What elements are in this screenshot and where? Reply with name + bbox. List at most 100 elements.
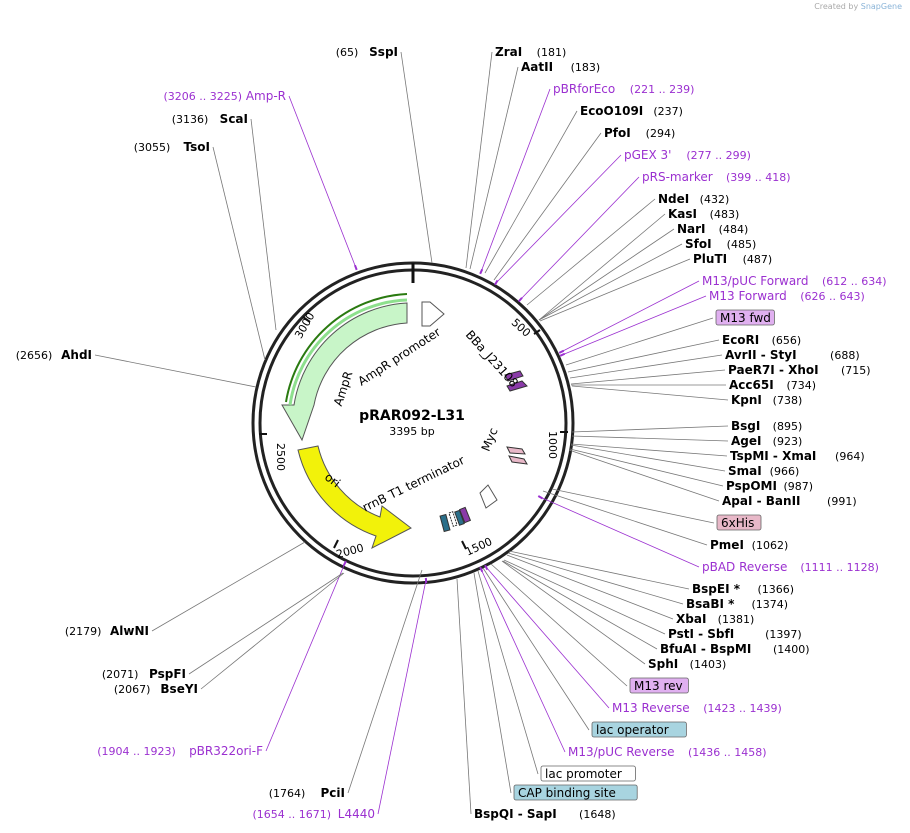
- site-label-kpni[interactable]: KpnI(738): [731, 393, 802, 407]
- label-name: ApaI - BanII: [722, 494, 801, 508]
- site-label-lac-operator[interactable]: lac operator: [591, 721, 687, 738]
- primer-site-mark: [484, 564, 489, 571]
- ring-tick-500: [533, 329, 541, 335]
- leader-6xhis: [551, 488, 715, 524]
- tick-label-2000: 2000: [335, 541, 365, 561]
- leader-kasi: [538, 213, 666, 321]
- site-label-pfoi[interactable]: PfoI(294): [604, 126, 675, 140]
- label-box: [591, 721, 687, 738]
- site-label-bspei-[interactable]: BspEI *(1366): [692, 582, 794, 596]
- site-label-bfuai-bspmi[interactable]: BfuAI - BspMI(1400): [660, 642, 810, 656]
- site-label-pluti[interactable]: PluTI(487): [693, 252, 772, 266]
- label-name: PaeR7I - XhoI: [728, 363, 819, 377]
- site-label-tsoi[interactable]: TsoI(3055): [134, 140, 210, 154]
- site-label-ecori[interactable]: EcoRI(656): [722, 333, 801, 347]
- site-label-pmei[interactable]: PmeI(1062): [710, 538, 788, 552]
- label-position: (987): [784, 480, 814, 493]
- site-label-pbad-reverse[interactable]: pBAD Reverse(1111 .. 1128): [702, 560, 879, 574]
- leader-sphi: [501, 560, 646, 665]
- rrnb-terminator-arrow[interactable]: [479, 484, 498, 509]
- site-label-pcii[interactable]: PciI(1764): [269, 786, 345, 800]
- label-name: TsoI: [184, 140, 210, 154]
- leader-kpni: [571, 385, 729, 401]
- site-label-acc65i[interactable]: Acc65I(734): [729, 378, 816, 392]
- leader-pspfi: [188, 572, 344, 675]
- leader-m13-reverse: [485, 566, 610, 709]
- m13-rev-block[interactable]: [458, 506, 472, 524]
- site-label-6xhis[interactable]: 6xHis: [716, 514, 762, 531]
- ring-tick-2000: [333, 539, 339, 549]
- lac-operator-block[interactable]: [454, 509, 465, 526]
- site-label-nari[interactable]: NarI(484): [677, 222, 748, 236]
- site-label-psti-sbfi[interactable]: PstI - SbfI(1397): [668, 627, 802, 641]
- ampr-feature-arrow[interactable]: [281, 302, 408, 442]
- site-label-avrii-styi[interactable]: AvrII - StyI(688): [725, 348, 860, 362]
- site-label-bspqi-sapi[interactable]: BspQI - SapI(1648): [474, 807, 616, 821]
- myc-block[interactable]: [506, 446, 526, 455]
- site-label-pspfi[interactable]: PspFI(2071): [102, 667, 186, 681]
- site-label-pbrforeco[interactable]: pBRforEco(221 .. 239): [553, 82, 694, 96]
- site-label-m13-fwd[interactable]: M13 fwd: [715, 309, 775, 326]
- label-position: (964): [835, 450, 865, 463]
- label-name: EcoO109I: [580, 104, 643, 118]
- cap-site-block[interactable]: [439, 513, 451, 533]
- site-label-cap-binding-site[interactable]: CAP binding site: [513, 784, 638, 801]
- site-label-l4440[interactable]: L4440(1654 .. 1671): [252, 807, 375, 821]
- leader-avrii-styi: [569, 354, 723, 379]
- site-label-ahdi[interactable]: AhdI(2656): [16, 348, 92, 362]
- site-label-alwni[interactable]: AlwNI(2179): [65, 624, 149, 638]
- label-position: (3206 .. 3225): [163, 90, 242, 103]
- leader-psti-sbfi: [503, 559, 666, 635]
- ori-feature-arrow[interactable]: [297, 445, 412, 550]
- site-label-scai[interactable]: ScaI(3136): [172, 112, 248, 126]
- site-label-paer7i-xhoi[interactable]: PaeR7I - XhoI(715): [728, 363, 871, 377]
- site-label-pbr322ori-f[interactable]: pBR322ori-F(1904 .. 1923): [97, 744, 263, 758]
- site-label-m13-rev[interactable]: M13 rev: [629, 677, 689, 694]
- label-name: BseYI: [160, 682, 198, 696]
- leader-pbr322ori-f: [265, 562, 346, 752]
- site-label-apai-banii[interactable]: ApaI - BanII(991): [722, 494, 857, 508]
- site-label-bsgi[interactable]: BsgI(895): [731, 419, 802, 433]
- site-label-sphi[interactable]: SphI(1403): [648, 657, 726, 671]
- site-label-ndei[interactable]: NdeI(432): [658, 192, 729, 206]
- site-label-zrai[interactable]: ZraI(181): [495, 45, 566, 59]
- leader-ecori: [567, 339, 720, 373]
- bba-j23108-block[interactable]: [506, 380, 528, 392]
- site-label-pspomi[interactable]: PspOMI(987): [726, 479, 813, 493]
- site-label-aatii[interactable]: AatII(183): [521, 60, 600, 74]
- site-label-lac-promoter[interactable]: lac promoter: [540, 765, 636, 782]
- leader-pfoi: [493, 132, 602, 281]
- label-name: PspFI: [149, 667, 186, 681]
- label-position: (1648): [579, 808, 616, 821]
- leader-m13-forward: [561, 295, 707, 356]
- label-position: (734): [787, 379, 817, 392]
- primer-site-mark: [517, 297, 523, 303]
- lac-promoter-block[interactable]: [448, 511, 458, 527]
- label-position: (688): [830, 349, 860, 362]
- label-name: Amp-R: [246, 89, 286, 103]
- site-label-smai[interactable]: SmaI(966): [728, 464, 799, 478]
- site-label-agei[interactable]: AgeI(923): [731, 434, 802, 448]
- site-label-sspi[interactable]: SspI(65): [336, 45, 398, 59]
- plasmid-name: pRAR092-L31: [359, 408, 465, 424]
- site-label-kasi[interactable]: KasI(483): [668, 207, 739, 221]
- his-block[interactable]: [508, 455, 528, 465]
- site-label-m13-forward[interactable]: M13 Forward(626 .. 643): [709, 289, 865, 303]
- site-label-m13-reverse[interactable]: M13 Reverse(1423 .. 1439): [612, 701, 782, 715]
- site-label-bseyi[interactable]: BseYI(2067): [114, 682, 198, 696]
- site-label-tspmi-xmai[interactable]: TspMI - XmaI(964): [730, 449, 865, 463]
- feature-label-ampr: AmpR: [331, 369, 355, 407]
- m13-fwd-block[interactable]: [504, 370, 524, 382]
- site-label-bsabi-[interactable]: BsaBI *(1374): [686, 597, 788, 611]
- site-label-xbai[interactable]: XbaI(1381): [676, 612, 754, 626]
- ampr-promoter-arrow[interactable]: [421, 301, 445, 327]
- site-label-m13-puc-reverse[interactable]: M13/pUC Reverse(1436 .. 1458): [568, 745, 767, 759]
- site-label-pgex-3-[interactable]: pGEX 3'(277 .. 299): [624, 148, 751, 162]
- site-label-prs-marker[interactable]: pRS-marker(399 .. 418): [642, 170, 791, 184]
- site-label-ecoo109i[interactable]: EcoO109I(237): [580, 104, 683, 118]
- site-label-amp-r[interactable]: Amp-R (3206 .. 3225): [163, 89, 286, 103]
- site-label-sfoi[interactable]: SfoI(485): [685, 237, 756, 251]
- leader-lac-operator: [482, 567, 590, 731]
- site-label-m13-puc-forward[interactable]: M13/pUC Forward(612 .. 634): [702, 274, 887, 288]
- leader-apai-banii: [568, 449, 720, 502]
